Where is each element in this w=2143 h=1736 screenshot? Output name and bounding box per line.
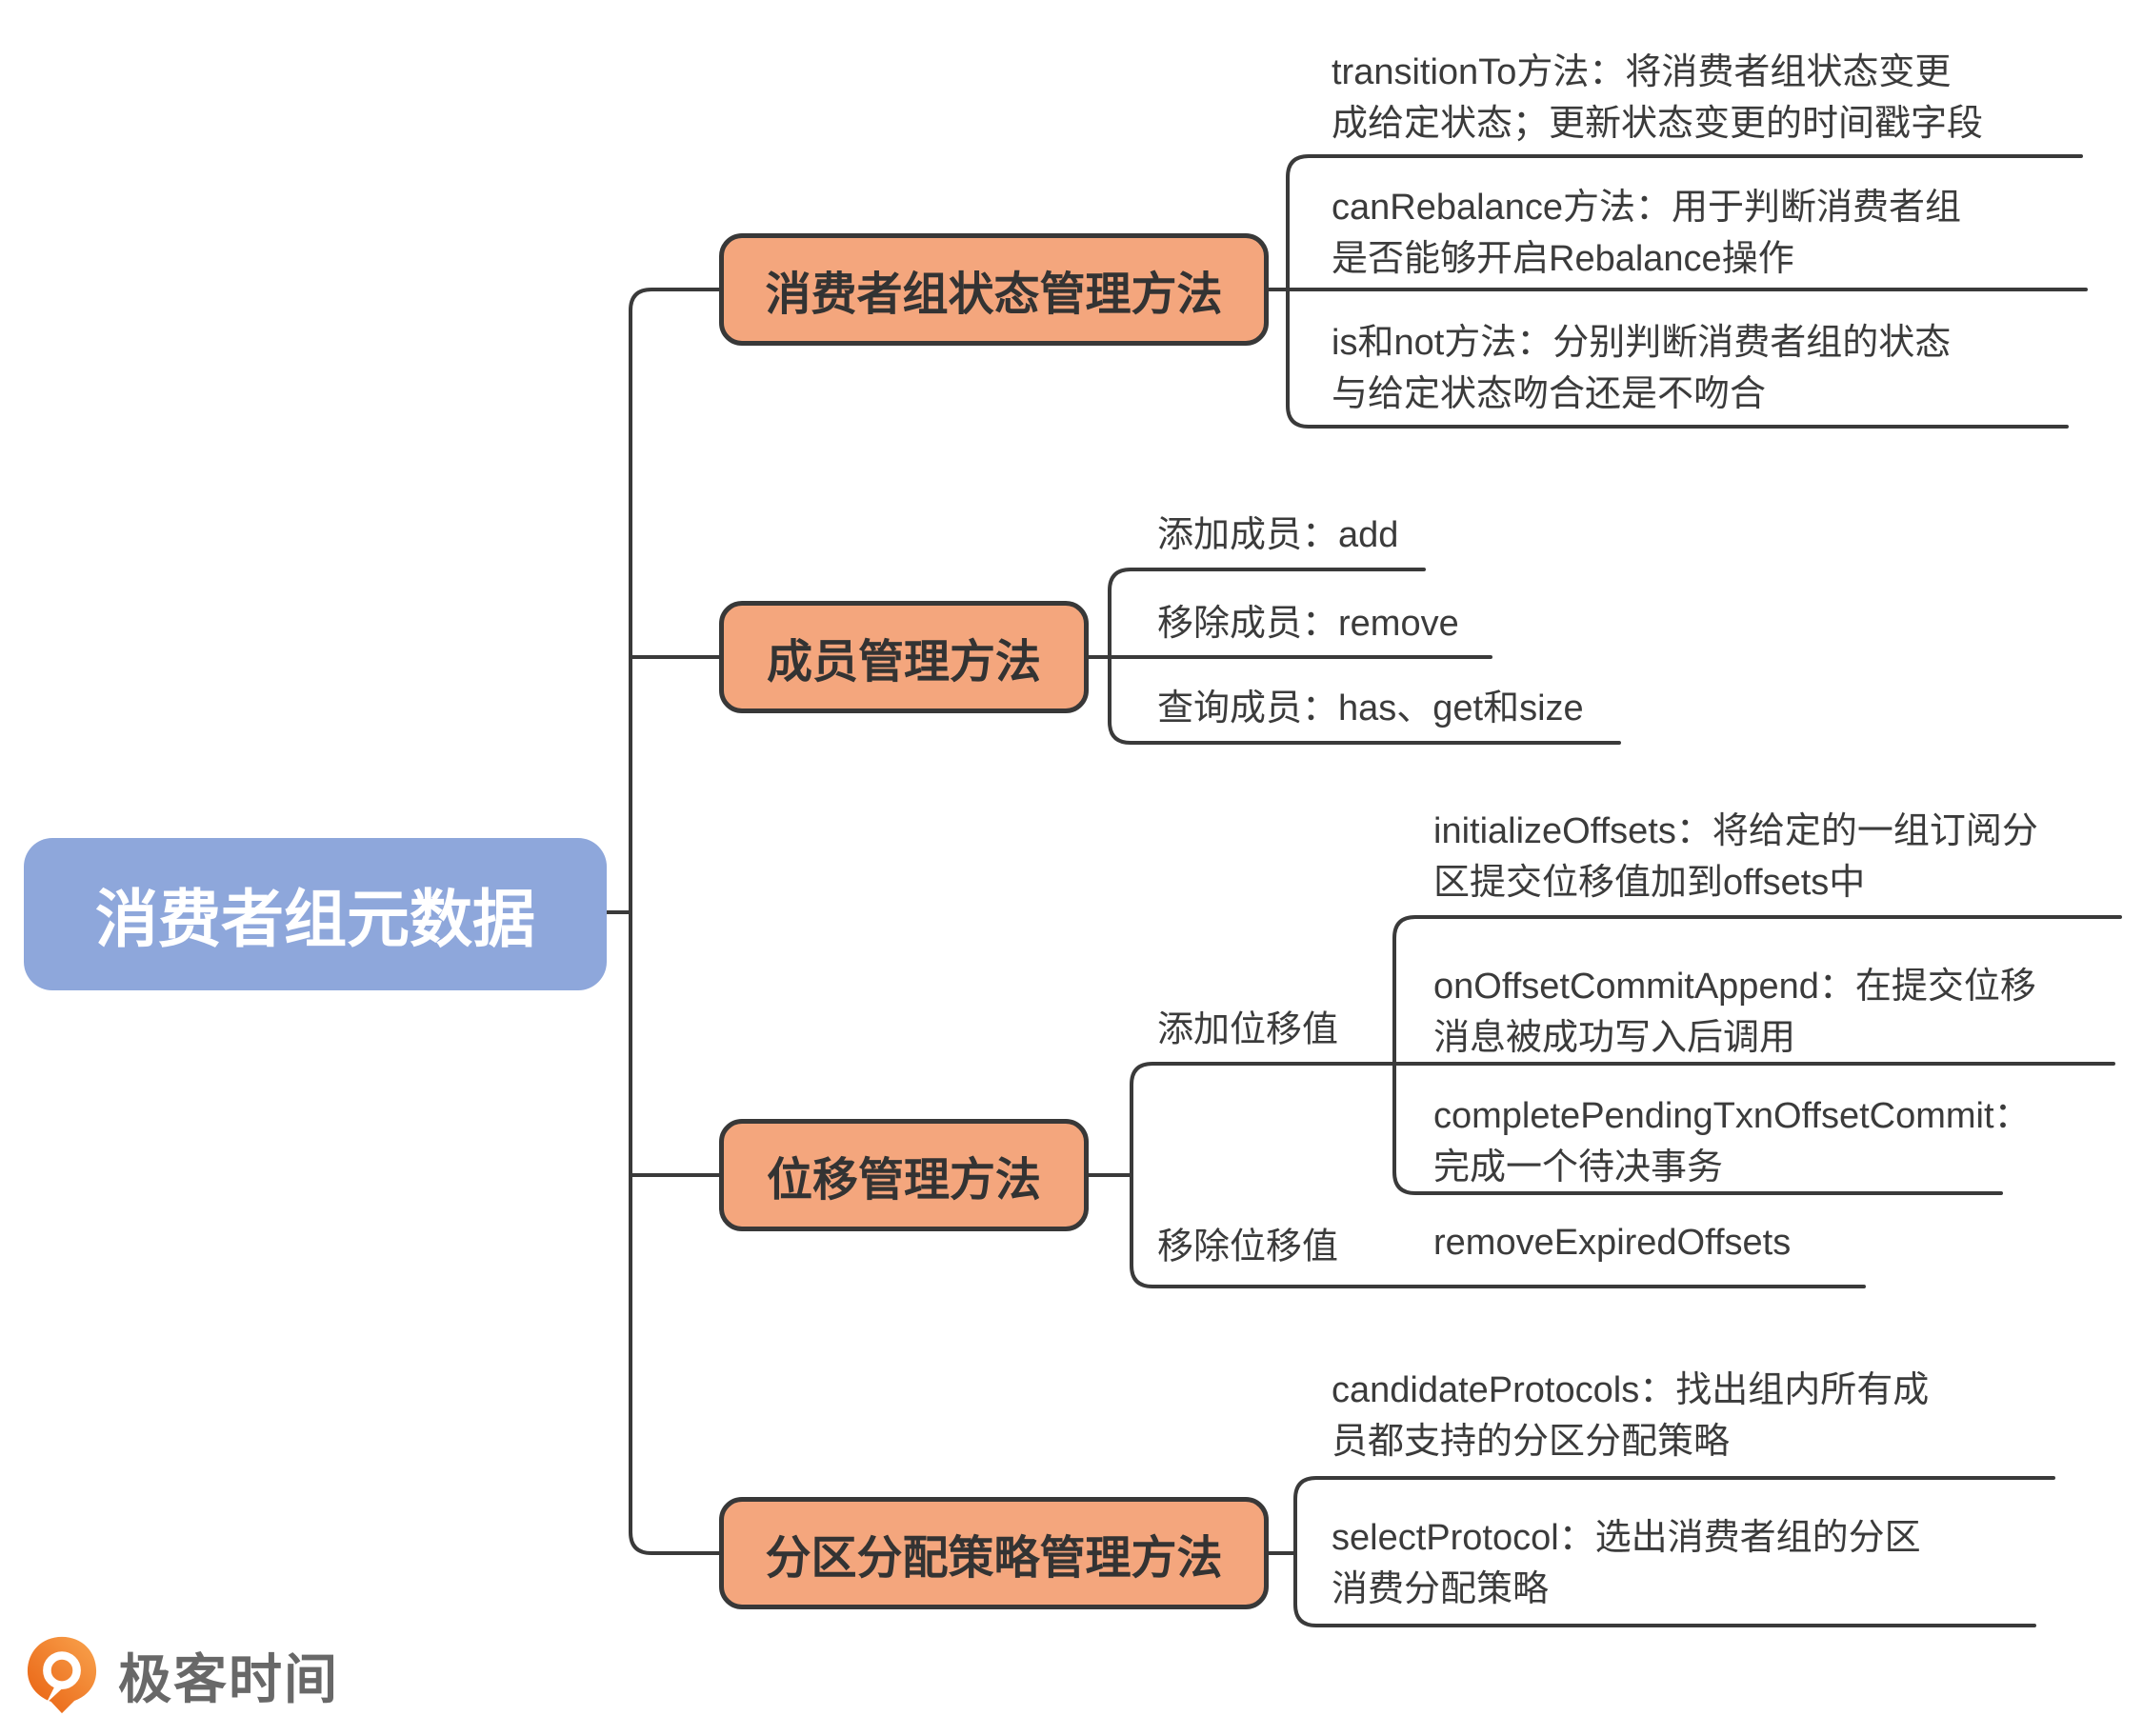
connector-branch4-bracket [1293, 1476, 2055, 1627]
leaf-line: completePendingTxnOffsetCommit： [1433, 1096, 2031, 1136]
geektime-pin-icon [27, 1636, 97, 1714]
sublabel-text: 添加位移值 [1157, 1009, 1339, 1050]
leaf-canRebalance: canRebalance方法：用于判断消费者组 是否能够开启Rebalance操… [1332, 182, 1961, 285]
sublabel-add-offset: 添加位移值 [1157, 1000, 1338, 1052]
geektime-logo-text: 极客时间 [118, 1648, 339, 1709]
leaf-line: 员都支持的分区分配策略 [1332, 1422, 1731, 1462]
leaf-initializeOffsets: initializeOffsets：将给定的一组订阅分 区提交位移值加到offs… [1433, 806, 2038, 908]
connector-branch3-outer-bracket [1130, 1062, 2115, 1288]
sublabel-text: 移除位移值 [1157, 1227, 1339, 1267]
leaf-add-member: 添加成员：add [1157, 509, 1398, 561]
leaf-line: 消费分配策略 [1332, 1569, 1550, 1609]
leaf-line: onOffsetCommitAppend：在提交位移 [1433, 967, 2036, 1007]
leaf-line: 查询成员：has、get和size [1157, 688, 1584, 728]
leaf-completePendingTxnOffsetCommit: completePendingTxnOffsetCommit： 完成一个待决事务 [1433, 1090, 2031, 1193]
leaf-line: initializeOffsets：将给定的一组订阅分 [1433, 811, 2038, 851]
branch-node-partition-strategy: 分区分配策略管理方法 [719, 1497, 1269, 1609]
branch-node-label: 成员管理方法 [766, 637, 1041, 688]
leaf-line: candidateProtocols：找出组内所有成 [1332, 1370, 1930, 1410]
branch-node-state-management: 消费者组状态管理方法 [719, 233, 1269, 346]
leaf-remove-member: 移除成员：remove [1157, 598, 1459, 649]
leaf-line: 与给定状态吻合还是不吻合 [1332, 374, 1767, 414]
branch-node-label: 分区分配策略管理方法 [765, 1533, 1223, 1584]
leaf-line: 添加成员：add [1157, 515, 1399, 555]
leaf-line: is和not方法：分别判断消费者组的状态 [1332, 323, 1952, 363]
connector-trunk [629, 288, 721, 1555]
leaf-line: 完成一个待决事务 [1433, 1147, 1724, 1187]
connector-branch3-inner-bracket [1392, 915, 2122, 1195]
leaf-line: 是否能够开启Rebalance操作 [1332, 239, 1794, 279]
leaf-removeExpiredOffsets: removeExpiredOffsets [1433, 1217, 1791, 1268]
leaf-query-member: 查询成员：has、get和size [1157, 683, 1584, 734]
sublabel-remove-offset: 移除位移值 [1157, 1217, 1338, 1269]
leaf-line: 区提交位移值加到offsets中 [1433, 863, 1866, 903]
root-node-label: 消费者组元数据 [95, 884, 535, 954]
branch-node-member-management: 成员管理方法 [719, 601, 1089, 713]
leaf-line: 成给定状态；更新状态变更的时间戳字段 [1332, 104, 1984, 144]
leaf-onOffsetCommitAppend: onOffsetCommitAppend：在提交位移 消息被成功写入后调用 [1433, 961, 2036, 1064]
leaf-selectProtocol: selectProtocol：选出消费者组的分区 消费分配策略 [1332, 1512, 1921, 1615]
leaf-candidateProtocols: candidateProtocols：找出组内所有成 员都支持的分区分配策略 [1332, 1365, 1929, 1467]
branch-node-offset-management: 位移管理方法 [719, 1119, 1089, 1231]
branch-node-label: 消费者组状态管理方法 [765, 269, 1223, 320]
root-node: 消费者组元数据 [24, 838, 607, 990]
leaf-line: transitionTo方法：将消费者组状态变更 [1332, 52, 1952, 92]
leaf-is-not: is和not方法：分别判断消费者组的状态 与给定状态吻合还是不吻合 [1332, 317, 1951, 420]
leaf-line: removeExpiredOffsets [1433, 1223, 1792, 1263]
geektime-logo: 极客时间 [23, 1634, 339, 1716]
leaf-line: 消息被成功写入后调用 [1433, 1018, 1796, 1058]
leaf-transitionTo: transitionTo方法：将消费者组状态变更 成给定状态；更新状态变更的时间… [1332, 47, 1983, 150]
leaf-line: canRebalance方法：用于判断消费者组 [1332, 188, 1961, 228]
leaf-line: 移除成员：remove [1157, 604, 1459, 644]
leaf-line: selectProtocol：选出消费者组的分区 [1332, 1518, 1921, 1558]
branch-node-label: 位移管理方法 [766, 1155, 1041, 1206]
